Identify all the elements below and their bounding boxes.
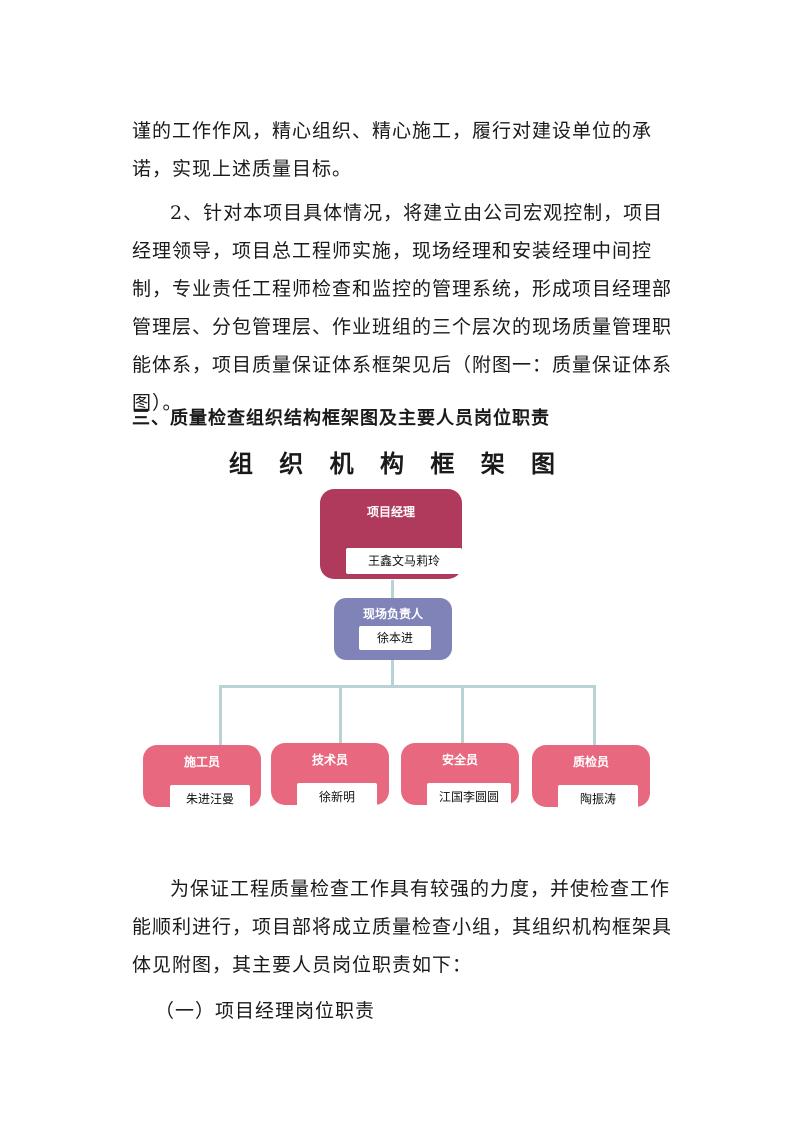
org-box-title: 施工员: [183, 755, 220, 769]
paragraph-quality-system: 2、针对本项目具体情况，将建立由公司宏观控制，项目经理领导，项目总工程师实施，现…: [132, 202, 673, 414]
connector-drop-1: [219, 685, 222, 747]
org-box-role-quality: 质检员 陶振涛: [532, 745, 650, 813]
org-box-name: 江国李圆圆: [427, 783, 511, 811]
org-box-site-lead: 现场负责人 徐本进: [334, 598, 452, 660]
org-box-name: 徐本进: [359, 626, 431, 650]
connector-site-bus: [391, 660, 394, 686]
org-box-title: 质检员: [572, 755, 609, 769]
org-box-title: 安全员: [441, 753, 478, 767]
org-box-name: 陶振涛: [558, 785, 638, 813]
subsection-heading: （一）项目经理岗位职责: [155, 1000, 376, 1022]
connector-manager-site: [391, 580, 394, 600]
section-heading: 三、质量检查组织结构框架图及主要人员岗位职责: [132, 408, 550, 429]
org-box-title: 现场负责人: [362, 607, 423, 621]
connector-drop-2: [339, 685, 342, 745]
connector-drop-4: [593, 685, 596, 747]
connector-horizontal-bus: [219, 685, 596, 688]
org-box-role-construction: 施工员 朱进汪曼: [143, 745, 261, 813]
org-box-name: 徐新明: [297, 783, 377, 811]
org-box-role-technical: 技术员 徐新明: [271, 743, 389, 811]
org-box-title: 项目经理: [366, 505, 415, 519]
paragraph-continued: 谨的工作作风，精心组织、精心施工，履行对建设单位的承诺，实现上述质量目标。: [132, 120, 653, 180]
org-box-name: 朱进汪曼: [170, 785, 250, 813]
paragraph-inspection-group: 为保证工程质量检查工作具有较强的力度，并使检查工作能顺利进行，项目部将成立质量检…: [132, 878, 673, 976]
chart-title: 组 织 机 构 框 架 图: [228, 450, 565, 478]
connector-drop-3: [461, 685, 464, 745]
org-box-project-manager: 项目经理 王鑫文马莉玲: [320, 489, 462, 579]
org-box-role-safety: 安全员 江国李圆圆: [401, 743, 519, 811]
org-box-title: 技术员: [311, 753, 348, 767]
org-box-name: 王鑫文马莉玲: [346, 548, 462, 574]
